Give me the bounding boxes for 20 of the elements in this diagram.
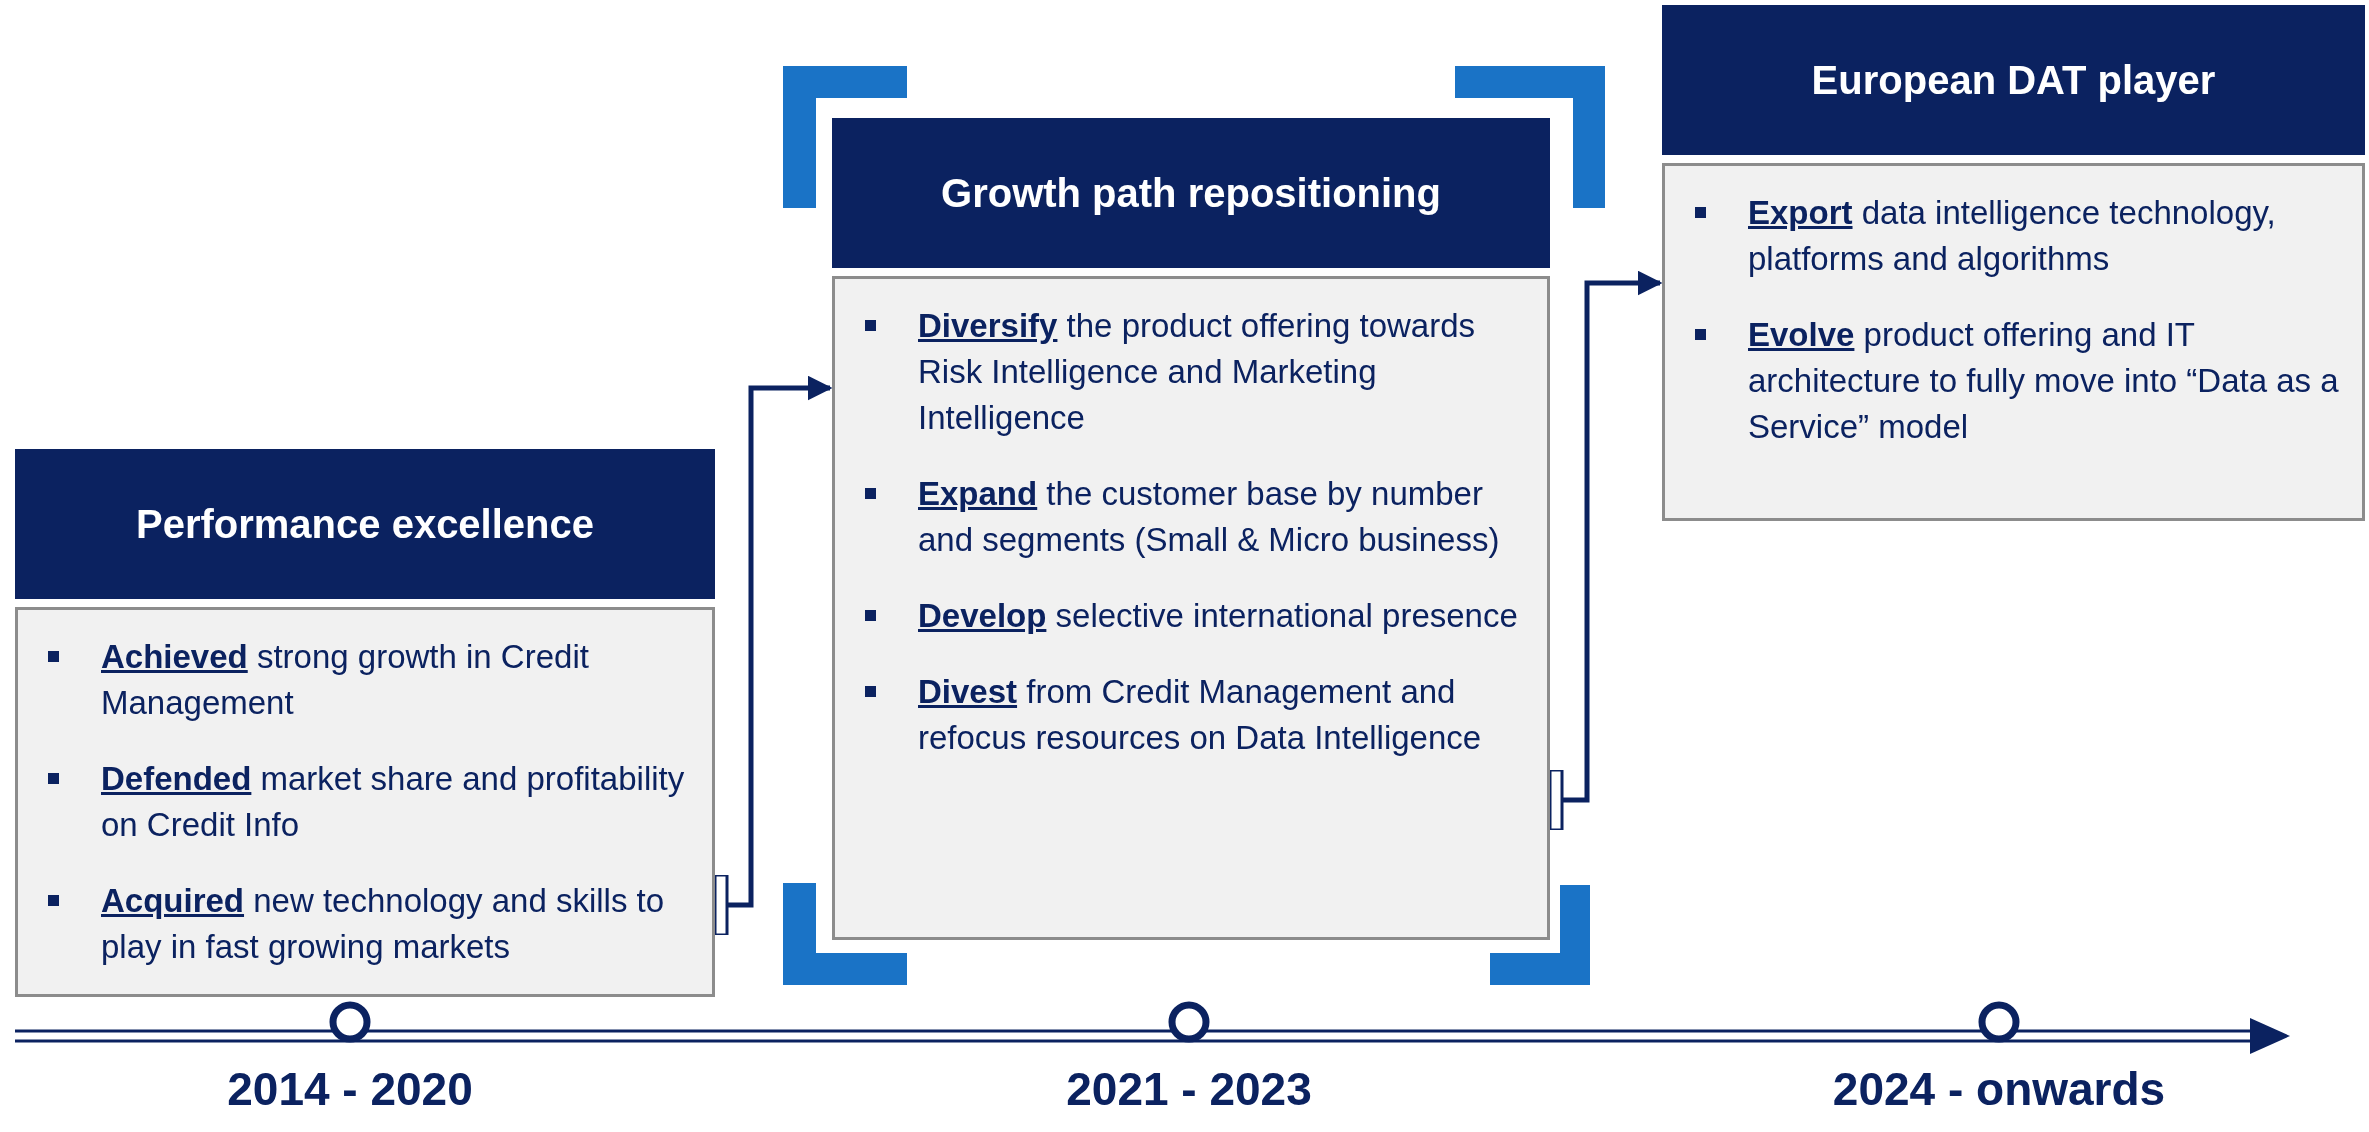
bullet-item: Acquired new technology and skills to play in fast growing markets (48, 878, 692, 970)
period-label: 2014 - 2020 (227, 1062, 473, 1116)
stage-card (15, 449, 715, 997)
bullet-item: Achieved strong growth in Credit Management (48, 634, 692, 726)
period-label: 2021 - 2023 (1066, 1062, 1312, 1116)
bullet-item: Defended market share and profitability on Credit Info (48, 756, 692, 848)
stage-heading: European DAT player (1662, 5, 2365, 155)
bullet-item: Divest from Credit Management and refocus resources on Data Intelligence (865, 669, 1527, 761)
stage-card (832, 118, 1550, 940)
connector-arrow (1548, 270, 1663, 832)
stage-heading: Growth path repositioning (832, 118, 1550, 268)
stage-card (1662, 5, 2365, 521)
stage-heading: Performance excellence (15, 449, 715, 599)
bullet-item: Evolve product offering and IT architecture to fully move into “Data as a Service” model (1695, 312, 2342, 450)
connector-arrow (713, 375, 833, 937)
bullet-item: Develop selective international presence (865, 593, 1527, 639)
period-label: 2024 - onwards (1832, 1062, 2166, 1116)
bullet-item: Export data intelligence technology, platforms and algorithms (1695, 190, 2342, 282)
bullet-item: Diversify the product offering towards Risk Intelligence and Marketing Intelligence (865, 303, 1527, 441)
bullet-item: Expand the customer base by number and segments (Small & Micro business) (865, 471, 1527, 563)
